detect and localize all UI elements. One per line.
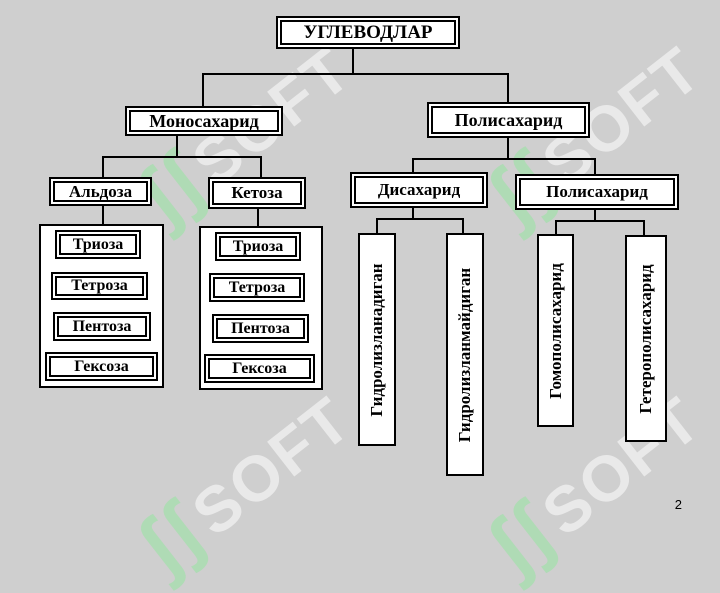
slide: ʃʃSOFT ʃʃSOFT ʃʃSOFT ʃʃSOFT УГЛЕВОДЛАР М… <box>39 16 714 591</box>
root-node: УГЛЕВОДЛАР <box>276 16 460 49</box>
connector <box>594 158 596 174</box>
connector <box>202 73 204 106</box>
ketose-item: Тетроза <box>209 273 305 302</box>
connector <box>257 208 259 226</box>
aldose-item: Пентоза <box>53 312 151 341</box>
connector <box>507 137 509 159</box>
connector <box>376 218 378 233</box>
connector <box>176 134 178 157</box>
ketose-item: Триоза <box>215 232 301 261</box>
connector <box>102 156 262 158</box>
connector <box>102 156 104 178</box>
ketose-node: Кетоза <box>208 177 306 209</box>
connector <box>643 220 645 235</box>
connector <box>555 220 645 222</box>
connector <box>352 47 354 74</box>
aldose-node: Альдоза <box>49 177 152 206</box>
non-hydrolyzable-node: Гидролизланмайдиган <box>446 233 484 476</box>
aldose-item: Гексоза <box>45 352 158 381</box>
aldose-item: Тетроза <box>51 272 148 300</box>
connector <box>594 210 596 221</box>
connector <box>202 73 508 75</box>
connector <box>555 220 557 234</box>
homopolysaccharide-node: Гомополисахарид <box>537 234 574 427</box>
connector <box>102 205 104 224</box>
aldose-item: Триоза <box>55 230 141 259</box>
hydrolyzable-node: Гидролизланадиган <box>358 233 396 446</box>
heteropolysaccharide-node: Гетерополисахарид <box>625 235 667 442</box>
connector <box>412 158 414 172</box>
disaccharide-node: Дисахарид <box>350 172 488 208</box>
polysaccharide-node: Полисахарид <box>427 102 590 138</box>
connector <box>412 158 596 160</box>
connector <box>412 207 414 219</box>
page-number: 2 <box>674 497 682 512</box>
polysaccharide-sub-node: Полисахарид <box>515 174 679 210</box>
ketose-item: Пентоза <box>212 314 309 343</box>
connector <box>260 156 262 178</box>
watermark-logo: ʃʃSOFT <box>470 382 715 591</box>
connector <box>507 73 509 102</box>
watermark-logo: ʃʃSOFT <box>120 382 365 591</box>
ketose-item: Гексоза <box>204 354 315 383</box>
connector <box>462 218 464 233</box>
connector <box>376 218 464 220</box>
monosaccharide-node: Моносахарид <box>125 106 283 136</box>
